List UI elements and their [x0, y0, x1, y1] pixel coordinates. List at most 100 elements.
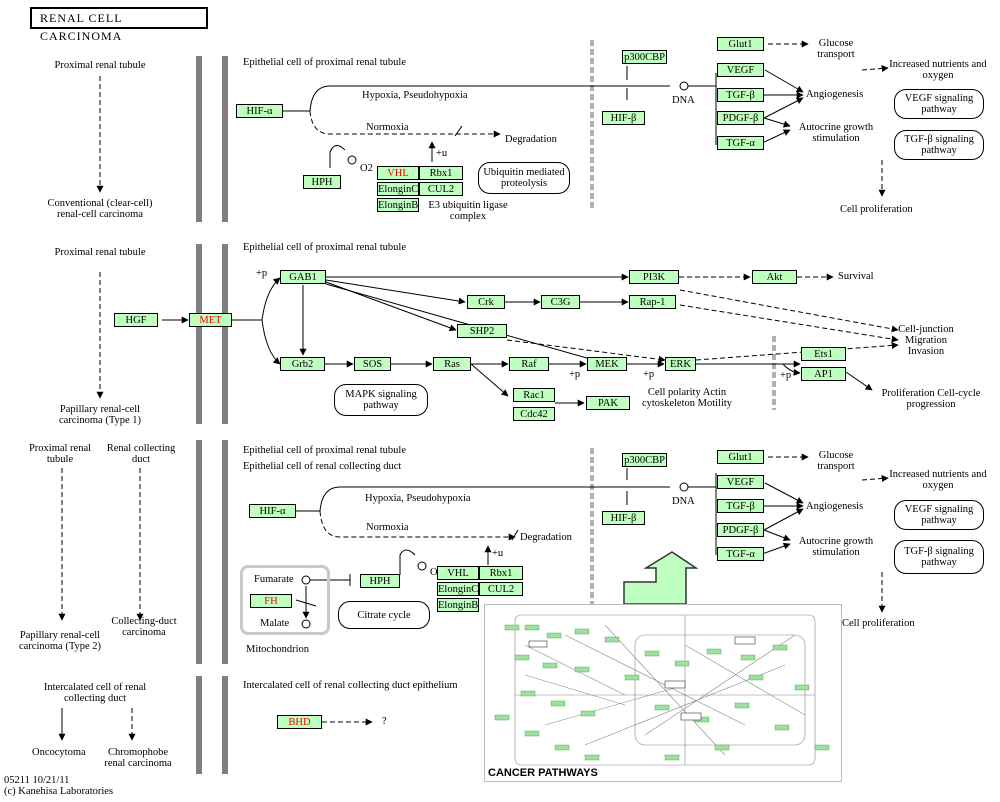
gene-hph[interactable]: HPH: [303, 175, 341, 189]
gene-pdgf-b[interactable]: PDGF-β: [717, 523, 764, 537]
gene-akt[interactable]: Akt: [752, 270, 797, 284]
gene-met[interactable]: MET: [189, 313, 232, 327]
gene-elonginc[interactable]: ElonginC: [377, 182, 419, 196]
cell-label: Epithelial cell of renal collecting duct: [243, 461, 402, 472]
tissue-label: Renal collecting duct: [106, 443, 176, 465]
gene-vhl[interactable]: VHL: [437, 566, 479, 580]
vegf-pathway-link[interactable]: VEGF signaling pathway: [894, 89, 984, 119]
autocrine-label: Autocrine growth stimulation: [798, 536, 874, 558]
degradation-label: Degradation: [520, 532, 572, 543]
phospho-label: +p: [643, 369, 655, 380]
gene-sos[interactable]: SOS: [354, 357, 391, 371]
outcome-label: Conventional (clear-cell) renal-cell car…: [47, 198, 153, 220]
dna-label: DNA: [672, 95, 695, 106]
vegf-pathway-link[interactable]: VEGF signaling pathway: [894, 500, 984, 530]
ubiquitin-label: +u: [492, 548, 504, 559]
tgfb-pathway-link[interactable]: TGF-β signaling pathway: [894, 130, 984, 160]
hypoxia-label: Hypoxia, Pseudohypoxia: [362, 90, 468, 101]
cell-label: Epithelial cell of proximal renal tubule: [243, 445, 406, 456]
ubiquitin-pathway-link[interactable]: Ubiquitin mediated proteolysis: [478, 162, 570, 194]
gene-vegf[interactable]: VEGF: [717, 475, 764, 489]
gene-pi3k[interactable]: PI3K: [629, 270, 679, 284]
gene-raf[interactable]: Raf: [509, 357, 549, 371]
gene-mek[interactable]: MEK: [587, 357, 627, 371]
phospho-label: +p: [569, 369, 581, 380]
footer-copyright: (c) Kanehisa Laboratories: [4, 786, 114, 797]
ubiquitin-label: +u: [436, 148, 448, 159]
membrane-bar: [196, 244, 202, 424]
tissue-label: Intercalated cell of renal collecting du…: [43, 682, 147, 704]
gene-glut1[interactable]: Glut1: [717, 450, 764, 464]
glucose-label: Glucose transport: [817, 38, 855, 60]
cancer-pathways-thumbnail[interactable]: [484, 604, 842, 782]
gene-tgf-b[interactable]: TGF-β: [717, 88, 764, 102]
o2-label: O2: [430, 567, 443, 578]
gene-cdc42[interactable]: Cdc42: [513, 407, 555, 421]
outcome-label: Papillary renal-cell carcinoma (Type 2): [18, 630, 102, 652]
gene-p300cbp[interactable]: p300CBP: [622, 453, 667, 467]
gene-shp2[interactable]: SHP2: [457, 324, 507, 338]
phospho-label: +p: [256, 268, 268, 279]
cell-label: Intercalated cell of renal collecting du…: [243, 680, 458, 691]
gene-elonginb[interactable]: ElonginB: [377, 198, 419, 212]
unknown-label: ?: [382, 716, 387, 727]
gene-vegf[interactable]: VEGF: [717, 63, 764, 77]
gene-ap1[interactable]: AP1: [801, 367, 846, 381]
angiogenesis-label: Angiogenesis: [806, 89, 864, 100]
membrane-bar: [196, 440, 202, 664]
gene-crk[interactable]: Crk: [467, 295, 505, 309]
membrane-bar: [222, 440, 228, 664]
gene-hgf[interactable]: HGF: [114, 313, 158, 327]
nuclear-membrane: [772, 336, 776, 410]
gene-rap1[interactable]: Rap-1: [629, 295, 676, 309]
gene-glut1[interactable]: Glut1: [717, 37, 764, 51]
gene-cul2[interactable]: CUL2: [479, 582, 523, 596]
normoxia-label: Normoxia: [366, 122, 409, 133]
autocrine-label: Autocrine growth stimulation: [798, 122, 874, 144]
glucose-label: Glucose transport: [817, 450, 855, 472]
survival-label: Survival: [838, 271, 874, 282]
gene-vhl[interactable]: VHL: [377, 166, 419, 180]
gene-ets1[interactable]: Ets1: [801, 347, 846, 361]
gene-ras[interactable]: Ras: [433, 357, 471, 371]
gene-pak[interactable]: PAK: [586, 396, 630, 410]
gene-elonginb[interactable]: ElonginB: [437, 598, 479, 612]
gene-hif-b[interactable]: HIF-β: [602, 511, 645, 525]
mitochondrion-label: Mitochondrion: [246, 644, 309, 655]
gene-tgf-a[interactable]: TGF-α: [717, 136, 764, 150]
hypoxia-label: Hypoxia, Pseudohypoxia: [365, 493, 471, 504]
gene-cul2[interactable]: CUL2: [419, 182, 463, 196]
gene-tgf-a[interactable]: TGF-α: [717, 547, 764, 561]
mapk-pathway-link[interactable]: MAPK signaling pathway: [334, 384, 428, 416]
citrate-cycle-link[interactable]: Citrate cycle: [338, 601, 430, 629]
thumbnail-map: [494, 614, 830, 766]
gene-grb2[interactable]: Grb2: [280, 357, 325, 371]
gene-fh[interactable]: FH: [250, 594, 292, 608]
gene-p300cbp[interactable]: p300CBP: [622, 50, 667, 64]
fumarate-label: Fumarate: [254, 574, 294, 585]
cell-label: Epithelial cell of proximal renal tubule: [243, 242, 406, 253]
gene-hif-a[interactable]: HIF-α: [236, 104, 283, 118]
gene-erk[interactable]: ERK: [665, 357, 696, 371]
gene-hif-a[interactable]: HIF-α: [249, 504, 296, 518]
junction-label: Cell-junction Migration Invasion: [898, 324, 954, 357]
polarity-label: Cell polarity Actin cytoskeleton Motilit…: [641, 387, 733, 409]
gene-bhd[interactable]: BHD: [277, 715, 322, 729]
gene-hph[interactable]: HPH: [360, 574, 400, 588]
gene-rbx1[interactable]: Rbx1: [479, 566, 523, 580]
gene-rbx1[interactable]: Rbx1: [419, 166, 463, 180]
gene-rac1[interactable]: Rac1: [513, 388, 555, 402]
gene-gab1[interactable]: GAB1: [280, 270, 326, 284]
gene-c3g[interactable]: C3G: [541, 295, 580, 309]
degradation-label: Degradation: [505, 134, 557, 145]
gene-pdgf-b[interactable]: PDGF-β: [717, 111, 764, 125]
membrane-bar: [196, 676, 202, 774]
nuclear-membrane: [590, 40, 594, 210]
malate-label: Malate: [260, 618, 290, 629]
tgfb-pathway-link[interactable]: TGF-β signaling pathway: [894, 540, 984, 574]
outcome-label: Papillary renal-cell carcinoma (Type 1): [58, 404, 142, 426]
cell-label: Epithelial cell of proximal renal tubule: [243, 57, 406, 68]
gene-elonginc[interactable]: ElonginC: [437, 582, 479, 596]
gene-tgf-b[interactable]: TGF-β: [717, 499, 764, 513]
gene-hif-b[interactable]: HIF-β: [602, 111, 645, 125]
